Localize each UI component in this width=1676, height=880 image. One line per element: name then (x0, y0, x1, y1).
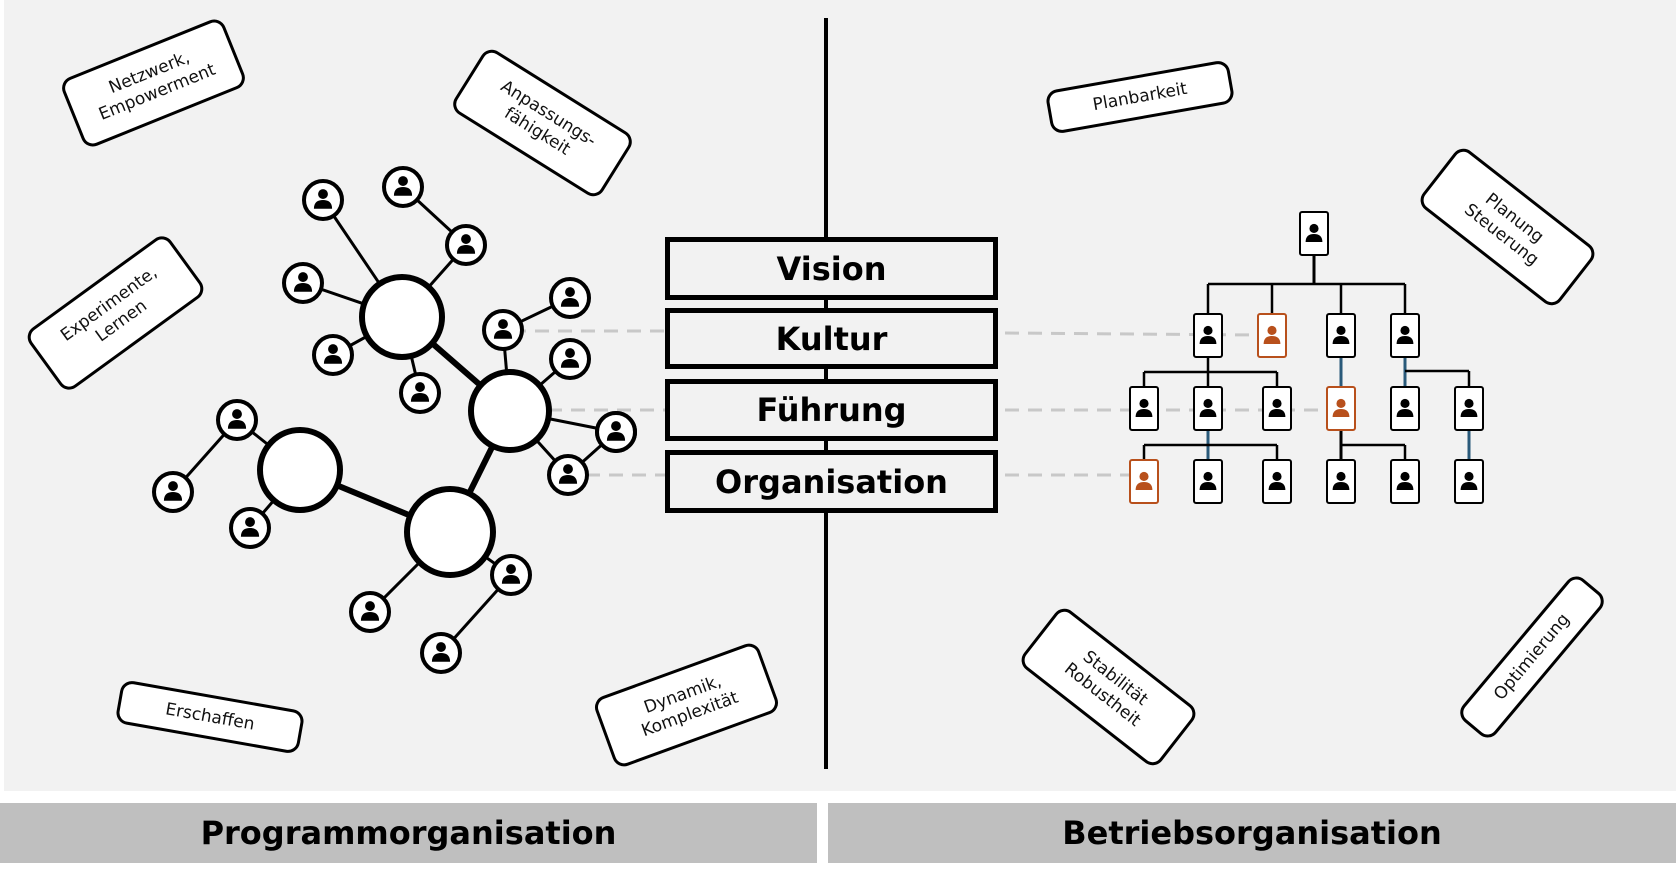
member-node (312, 334, 354, 376)
member-node (216, 399, 258, 441)
member-node (229, 507, 271, 549)
layer-label: Vision (776, 249, 887, 288)
org-card (1326, 313, 1356, 358)
member-node (482, 309, 524, 351)
hub-node (257, 427, 343, 513)
member-node (420, 632, 462, 674)
member-node (382, 166, 424, 208)
footer-betriebsorganisation: Betriebsorganisation (828, 803, 1676, 863)
member-node (302, 179, 344, 221)
org-card (1454, 459, 1484, 504)
org-card (1390, 313, 1420, 358)
org-card (1193, 313, 1223, 358)
org-card (1454, 386, 1484, 431)
member-node (549, 338, 591, 380)
hub-node (468, 369, 552, 453)
member-node (490, 554, 532, 596)
layer-label: Kultur (775, 319, 888, 358)
org-card (1390, 459, 1420, 504)
org-card (1129, 459, 1159, 504)
hub-node (404, 486, 496, 578)
layer-fuehrung: Führung (665, 379, 998, 441)
footer-title: Betriebsorganisation (1062, 814, 1442, 852)
footer-title: Programmorganisation (200, 814, 617, 852)
member-node (595, 411, 637, 453)
layer-vision: Vision (665, 237, 998, 300)
layer-label: Organisation (715, 462, 948, 501)
org-card (1326, 386, 1356, 431)
layer-organisation: Organisation (665, 450, 998, 513)
org-card (1193, 459, 1223, 504)
org-card (1193, 386, 1223, 431)
member-node (445, 224, 487, 266)
member-node (282, 262, 324, 304)
footer-programmorganisation: Programmorganisation (0, 803, 817, 863)
member-node (549, 277, 591, 319)
org-card (1326, 459, 1356, 504)
member-node (349, 591, 391, 633)
org-card (1299, 211, 1329, 256)
network-graph (152, 166, 637, 674)
org-card (1390, 386, 1420, 431)
keyword-text: Planbarkeit (1091, 78, 1189, 115)
keyword-text: Erschaffen (163, 698, 257, 735)
org-card (1262, 386, 1292, 431)
org-card (1129, 386, 1159, 431)
org-card (1262, 459, 1292, 504)
layer-label: Führung (756, 391, 907, 429)
org-card (1257, 313, 1287, 358)
hub-node (359, 274, 445, 360)
member-node (399, 372, 441, 414)
org-chart (1129, 211, 1484, 504)
member-node (547, 454, 589, 496)
member-node (152, 471, 194, 513)
layer-kultur: Kultur (665, 308, 998, 369)
